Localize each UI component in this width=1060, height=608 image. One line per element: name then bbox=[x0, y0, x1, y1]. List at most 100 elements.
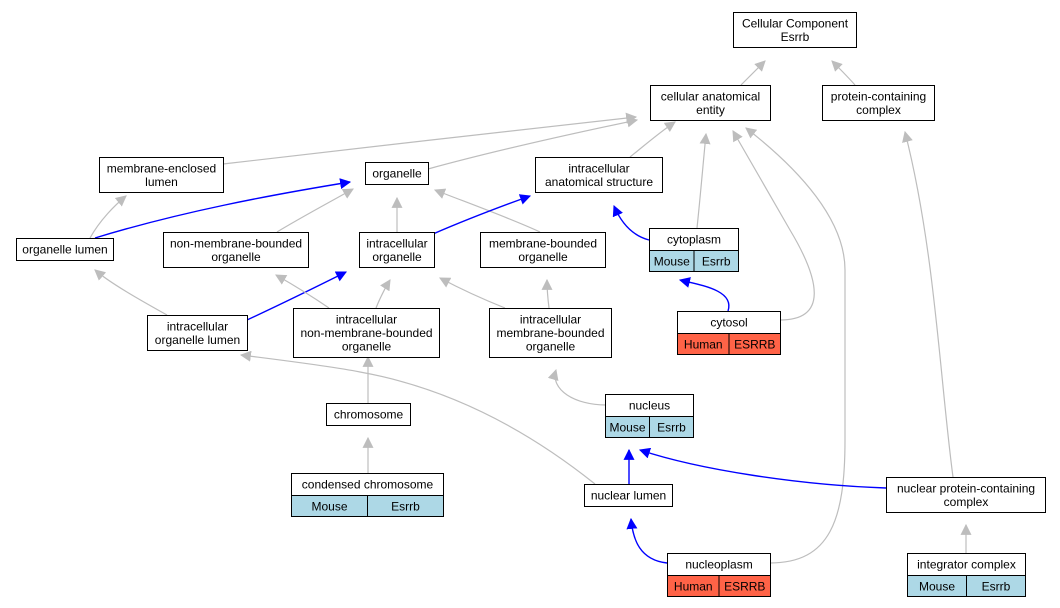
species-label: Mouse bbox=[609, 421, 645, 435]
node-label: intracellular bbox=[366, 236, 427, 250]
gene-label: Esrrb bbox=[391, 500, 420, 514]
gene-label: Esrrb bbox=[982, 580, 1011, 594]
node-label: organelle lumen bbox=[155, 333, 240, 347]
part-of-edge-cytosol-to-cytoplasm bbox=[678, 277, 730, 312]
node-box bbox=[733, 12, 857, 48]
node-label: entity bbox=[696, 103, 725, 117]
is-a-edge-intracellular-anatomical-structure-to-cellular-anatomical-entity bbox=[629, 121, 676, 158]
node-label: organelle lumen bbox=[22, 243, 107, 257]
node-box bbox=[147, 315, 248, 351]
species-label: Mouse bbox=[919, 580, 955, 594]
part-of-edge-nucleoplasm-to-nuclear-lumen bbox=[626, 517, 668, 564]
node-label: nucleus bbox=[629, 399, 670, 413]
node-label: integrator complex bbox=[917, 558, 1016, 572]
gene-cell bbox=[966, 575, 1026, 597]
node-box bbox=[886, 477, 1046, 513]
node-label: cellular anatomical bbox=[661, 89, 760, 103]
gene-cell bbox=[693, 250, 739, 272]
gene-label: Esrrb bbox=[657, 421, 686, 435]
is-a-edge-organelle-to-cellular-anatomical-entity bbox=[427, 116, 639, 170]
is-a-edge-non-membrane-bounded-organelle-to-organelle bbox=[276, 188, 354, 233]
node-label: membrane-bounded bbox=[489, 236, 597, 250]
node-label: anatomical structure bbox=[545, 175, 653, 189]
node-box bbox=[365, 162, 429, 185]
node-organelle[interactable]: organelle bbox=[365, 162, 429, 185]
node-label: complex bbox=[944, 495, 989, 509]
node-label: organelle bbox=[372, 167, 422, 181]
part-of-edge-cytoplasm-to-intracellular-anatomical-structure bbox=[612, 204, 650, 241]
node-label: condensed chromosome bbox=[302, 478, 434, 492]
edges-layer bbox=[89, 60, 972, 564]
node-label: membrane-bounded bbox=[496, 326, 604, 340]
node-label: protein-containing bbox=[831, 89, 926, 103]
is-a-edge-membrane-bounded-organelle-to-organelle bbox=[433, 188, 541, 233]
node-chromosome[interactable]: chromosome bbox=[326, 403, 411, 426]
species-label: Human bbox=[684, 338, 723, 352]
node-label: organelle bbox=[211, 250, 261, 264]
gene-cell bbox=[728, 333, 781, 355]
node-intracellular-non-membrane-bounded-organelle[interactable]: intracellularnon-membrane-boundedorganel… bbox=[293, 308, 440, 358]
is-a-edge-intracellular-non-membrane-bounded-organelle-to-intracellular-organelle bbox=[375, 279, 391, 309]
species-label: Mouse bbox=[654, 255, 690, 269]
node-label: intracellular bbox=[336, 313, 397, 327]
part-of-edge-organelle-lumen-to-organelle bbox=[94, 178, 352, 239]
node-box bbox=[584, 484, 673, 507]
node-label: organelle bbox=[342, 340, 392, 354]
node-box bbox=[293, 308, 440, 358]
node-label: intracellular bbox=[167, 319, 228, 333]
node-label: cytoplasm bbox=[667, 233, 721, 247]
is-a-edge-nucleoplasm-to-cellular-anatomical-entity bbox=[745, 127, 846, 564]
is-a-edge-protein-containing-complex-to-cellular-component bbox=[831, 60, 856, 86]
is-a-edge-organelle-lumen-to-membrane-enclosed-lumen bbox=[89, 195, 127, 239]
is-a-edge-nuclear-protein-containing-complex-to-protein-containing-complex bbox=[902, 130, 954, 478]
node-organelle-lumen[interactable]: organelle lumen bbox=[16, 238, 114, 261]
node-label: non-membrane-bounded bbox=[170, 236, 302, 250]
node-box bbox=[535, 157, 663, 193]
gene-cell bbox=[367, 495, 444, 517]
node-label: lumen bbox=[145, 175, 178, 189]
node-box bbox=[359, 232, 435, 268]
part-of-edge-nuclear-protein-containing-complex-to-nucleus bbox=[638, 447, 887, 489]
species-label: Human bbox=[674, 580, 713, 594]
is-a-edge-cytosol-to-cellular-anatomical-entity bbox=[732, 130, 815, 321]
is-a-edge-membrane-enclosed-lumen-to-cellular-anatomical-entity bbox=[222, 112, 638, 165]
node-label: cytosol bbox=[710, 316, 747, 330]
node-box bbox=[16, 238, 114, 261]
is-a-edge-intracellular-organelle-lumen-to-organelle-lumen bbox=[94, 269, 168, 316]
gene-label: ESRRB bbox=[734, 338, 775, 352]
node-nuclear-lumen[interactable]: nuclear lumen bbox=[584, 484, 673, 507]
node-label: Esrrb bbox=[781, 30, 810, 44]
part-of-edge-intracellular-organelle-lumen-to-intracellular-organelle bbox=[246, 271, 347, 321]
gene-label: Esrrb bbox=[702, 255, 731, 269]
node-box bbox=[326, 403, 411, 426]
node-label: intracellular bbox=[568, 161, 629, 175]
is-a-edge-cellular-anatomical-entity-to-cellular-component bbox=[740, 60, 766, 86]
gene-cell bbox=[649, 416, 694, 438]
is-a-edge-nuclear-lumen-to-intracellular-organelle-lumen bbox=[239, 350, 596, 485]
node-label: organelle bbox=[372, 250, 422, 264]
node-label: chromosome bbox=[334, 408, 404, 422]
node-label: intracellular bbox=[520, 313, 581, 327]
is-a-edge-intracellular-membrane-bounded-organelle-to-membrane-bounded-organelle bbox=[541, 278, 553, 309]
gene-label: ESRRB bbox=[724, 580, 765, 594]
node-label: complex bbox=[856, 103, 901, 117]
